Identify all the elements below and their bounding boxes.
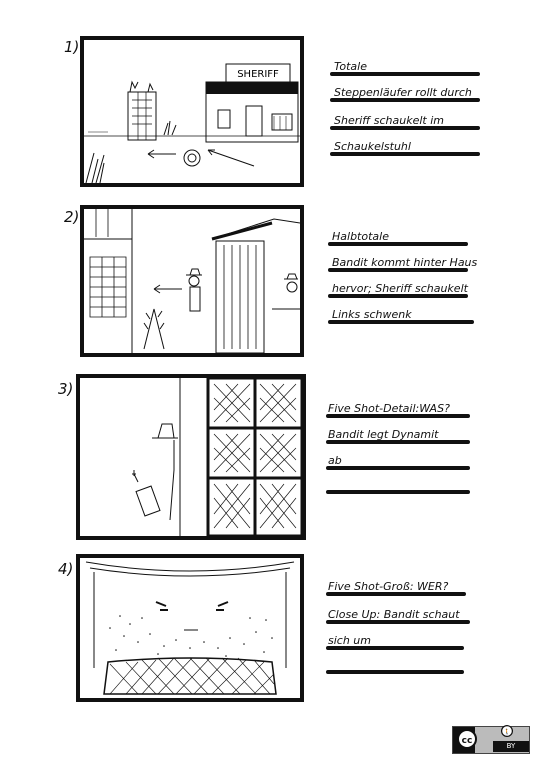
shot-note: Sheriff schaukelt im bbox=[334, 114, 444, 127]
note-underline bbox=[326, 490, 470, 494]
note-underline bbox=[326, 414, 470, 418]
note-underline bbox=[328, 268, 468, 272]
storyboard-frame-2 bbox=[80, 205, 304, 357]
storyboard-frame-1: SHERIFF bbox=[80, 36, 304, 187]
shot-note: sich um bbox=[328, 634, 371, 647]
note-underline bbox=[326, 440, 470, 444]
note-underline bbox=[330, 126, 480, 130]
panel-1-sketch: SHERIFF bbox=[84, 63, 300, 183]
note-underline bbox=[328, 294, 468, 298]
sheriff-sign: SHERIFF bbox=[237, 69, 279, 80]
panel-number: 1) bbox=[64, 38, 80, 56]
panel-2-sketch bbox=[84, 209, 300, 353]
cc-by-license-badge: cc 🚶 BY bbox=[452, 725, 530, 754]
by-label: BY bbox=[493, 741, 529, 752]
note-underline bbox=[330, 72, 480, 76]
shot-note: Five Shot-Detail:WAS? bbox=[328, 402, 450, 415]
note-underline bbox=[328, 320, 474, 324]
shot-note: Links schwenk bbox=[332, 308, 412, 321]
note-underline bbox=[328, 242, 468, 246]
shot-note: ab bbox=[328, 454, 342, 467]
panel-number: 3) bbox=[58, 380, 74, 398]
panel-number: 2) bbox=[64, 208, 80, 226]
storyboard-frame-4 bbox=[76, 554, 304, 702]
storyboard-frame-3 bbox=[76, 374, 306, 540]
note-underline bbox=[326, 592, 466, 596]
person-icon: 🚶 bbox=[501, 725, 513, 737]
shot-note: Close Up: Bandit schaut bbox=[328, 608, 460, 621]
shot-note: Steppenläufer rollt durch bbox=[334, 86, 472, 99]
shot-note: Bandit legt Dynamit bbox=[328, 428, 439, 441]
note-underline bbox=[326, 620, 470, 624]
panel-4-sketch bbox=[85, 561, 295, 695]
note-underline bbox=[326, 670, 464, 674]
shot-note: Totale bbox=[334, 60, 367, 73]
cc-icon: cc bbox=[457, 729, 477, 749]
shot-note: Bandit kommt hinter Haus bbox=[332, 256, 478, 269]
shot-note: Halbtotale bbox=[332, 230, 389, 243]
note-underline bbox=[326, 466, 470, 470]
panel-number: 4) bbox=[58, 560, 74, 578]
note-underline bbox=[330, 152, 480, 156]
note-underline bbox=[326, 646, 464, 650]
shot-note: Five Shot-Groß: WER? bbox=[328, 580, 449, 593]
note-underline bbox=[330, 98, 480, 102]
shot-note: Schaukelstuhl bbox=[334, 140, 411, 153]
panel-3-sketch bbox=[132, 378, 302, 536]
shot-note: hervor; Sheriff schaukelt bbox=[332, 282, 468, 295]
